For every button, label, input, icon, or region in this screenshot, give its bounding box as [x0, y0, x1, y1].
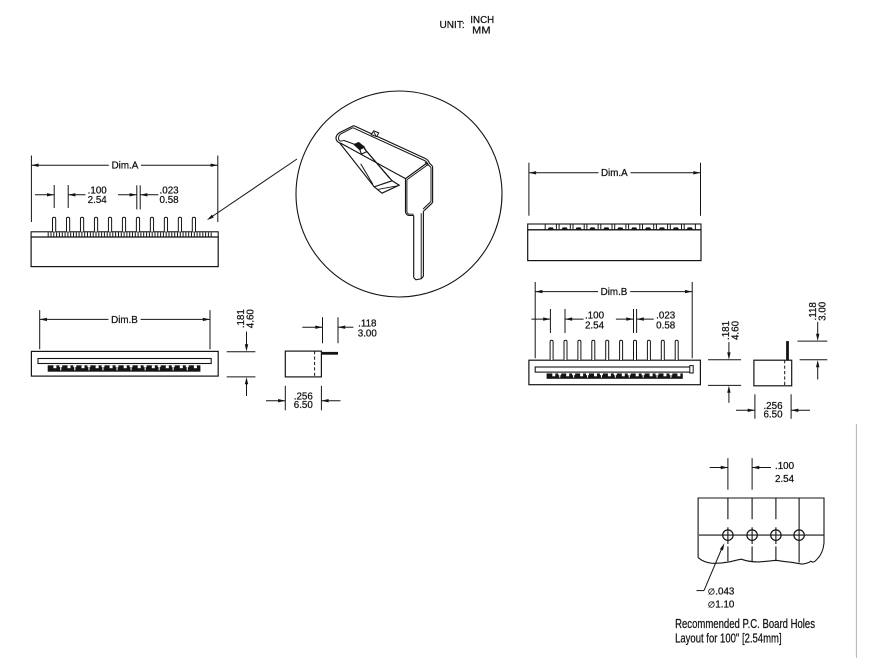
- svg-text:6.50: 6.50: [763, 410, 783, 421]
- svg-text:4.60: 4.60: [246, 309, 257, 329]
- svg-text:2.54: 2.54: [585, 320, 605, 331]
- svg-text:.100: .100: [775, 461, 795, 472]
- svg-text:MM: MM: [472, 26, 490, 37]
- svg-text:Dim.B: Dim.B: [111, 315, 138, 326]
- svg-text:3.00: 3.00: [818, 301, 829, 321]
- svg-text:Dim.A: Dim.A: [112, 161, 139, 172]
- svg-text:.023: .023: [656, 311, 676, 322]
- svg-text:Dim.B: Dim.B: [601, 287, 628, 298]
- svg-text:Dim.A: Dim.A: [601, 168, 628, 179]
- svg-text:.181: .181: [236, 309, 247, 328]
- svg-text:.256: .256: [763, 401, 783, 412]
- svg-text:0.58: 0.58: [160, 195, 180, 206]
- svg-text:2.54: 2.54: [775, 474, 795, 485]
- svg-text:∅1.10: ∅1.10: [708, 600, 735, 611]
- svg-text:.256: .256: [294, 391, 314, 402]
- svg-text:.118: .118: [808, 302, 819, 321]
- svg-text:.181: .181: [721, 321, 732, 340]
- svg-text:INCH: INCH: [470, 15, 494, 26]
- svg-text:.023: .023: [160, 185, 180, 196]
- svg-text:3.00: 3.00: [358, 328, 378, 339]
- svg-text:4.60: 4.60: [730, 320, 741, 340]
- svg-text:.100: .100: [585, 311, 605, 322]
- svg-text:.118: .118: [358, 319, 377, 330]
- svg-text:0.58: 0.58: [656, 320, 676, 331]
- svg-text:.100: .100: [88, 185, 108, 196]
- svg-text:∅.043: ∅.043: [708, 587, 735, 598]
- svg-text:Layout for 100" [2.54mm]: Layout for 100" [2.54mm]: [675, 632, 782, 646]
- svg-text:UNIT:: UNIT:: [440, 20, 465, 31]
- svg-text:6.50: 6.50: [294, 400, 314, 411]
- svg-text:2.54: 2.54: [88, 195, 108, 206]
- svg-text:Recommended P.C. Board Holes: Recommended P.C. Board Holes: [675, 617, 815, 631]
